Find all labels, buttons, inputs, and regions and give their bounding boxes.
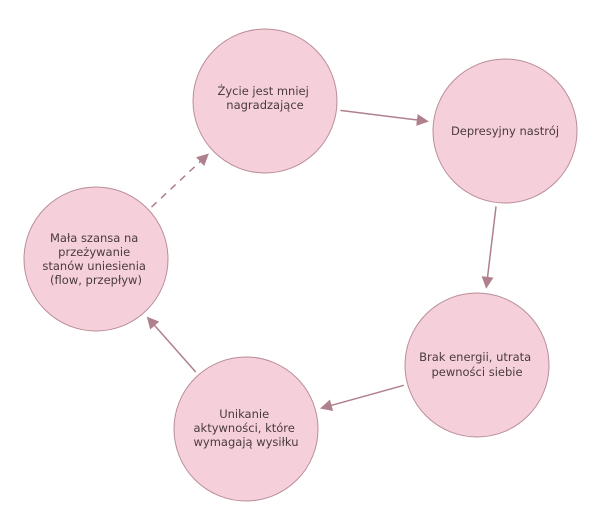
node-label-line: Depresyjny nastrój	[451, 124, 559, 138]
node-label-line: Mała szansa na	[50, 231, 138, 245]
node-depresyjny-nastroj: Depresyjny nastrój	[432, 58, 578, 204]
node-label: Unikanie aktywności, które wymagają wysi…	[194, 407, 299, 449]
node-label-line: wymagają wysiłku	[194, 435, 299, 449]
node-label-line: aktywności, które	[194, 421, 295, 435]
node-zycie-mniej-nagradzajace: Życie jest mniej nagradzające	[192, 28, 338, 174]
node-label-line: Życie jest mniej	[218, 83, 309, 98]
node-label-line: Unikanie	[219, 407, 269, 421]
node-circle	[173, 356, 319, 502]
node-label: Życie jest mniej nagradzające	[218, 83, 313, 112]
node-label-line: stanów uniesienia	[42, 259, 146, 273]
edge-depresyjny-to-brak	[481, 206, 497, 289]
node-circle	[23, 186, 169, 332]
node-brak-energii: Brak energii, utrata pewności siebie	[404, 292, 550, 438]
edge-mala-to-zycie	[150, 153, 209, 208]
edge-zycie-to-depresyjny	[340, 109, 429, 126]
node-label-line: nagradzające	[226, 98, 303, 112]
node-label-line: przeżywanie	[58, 245, 130, 259]
edge-brak-to-unikanie	[320, 384, 405, 412]
node-label: Depresyjny nastrój	[451, 124, 559, 138]
node-mala-szansa: Mała szansa na przeżywanie stanów uniesi…	[23, 186, 169, 332]
edge-unikanie-to-mala	[146, 316, 197, 373]
node-label: Brak energii, utrata pewności siebie	[419, 350, 535, 379]
node-unikanie-aktywnosci: Unikanie aktywności, które wymagają wysi…	[173, 356, 319, 502]
node-label-line: pewności siebie	[431, 365, 522, 379]
node-circle	[192, 28, 338, 174]
node-circle	[404, 292, 550, 438]
node-label: Mała szansa na przeżywanie stanów uniesi…	[42, 231, 149, 287]
node-circle	[432, 58, 578, 204]
node-label-line: Brak energii, utrata	[419, 350, 531, 364]
node-label-line: (flow, przepływ)	[50, 273, 142, 287]
edges-layer	[146, 109, 497, 412]
